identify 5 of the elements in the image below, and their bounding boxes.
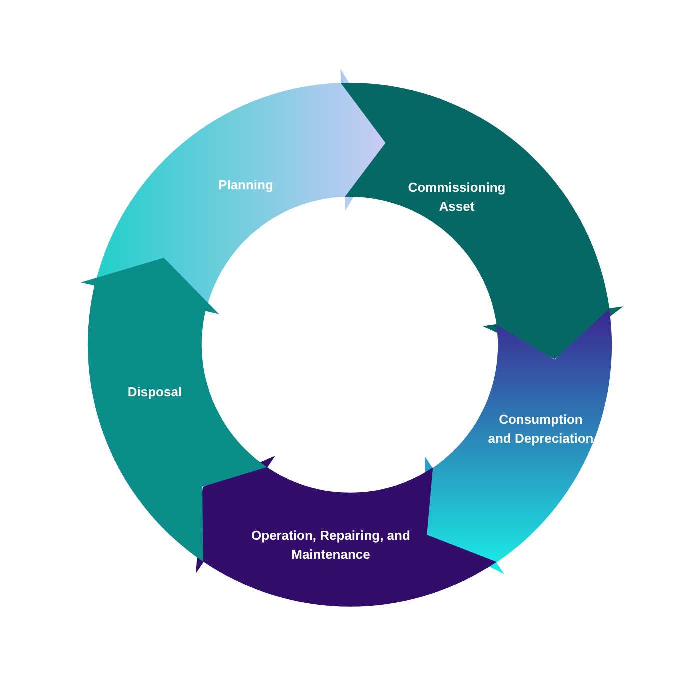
stage-label: Planning (218, 176, 274, 195)
stage-label: Disposal (126, 384, 184, 402)
stage-label: Consumption and Depreciation (487, 411, 595, 448)
stage-label: Operation, Repairing, and Maintenance (250, 527, 412, 564)
stage-label: Commissioning Asset (407, 179, 507, 216)
